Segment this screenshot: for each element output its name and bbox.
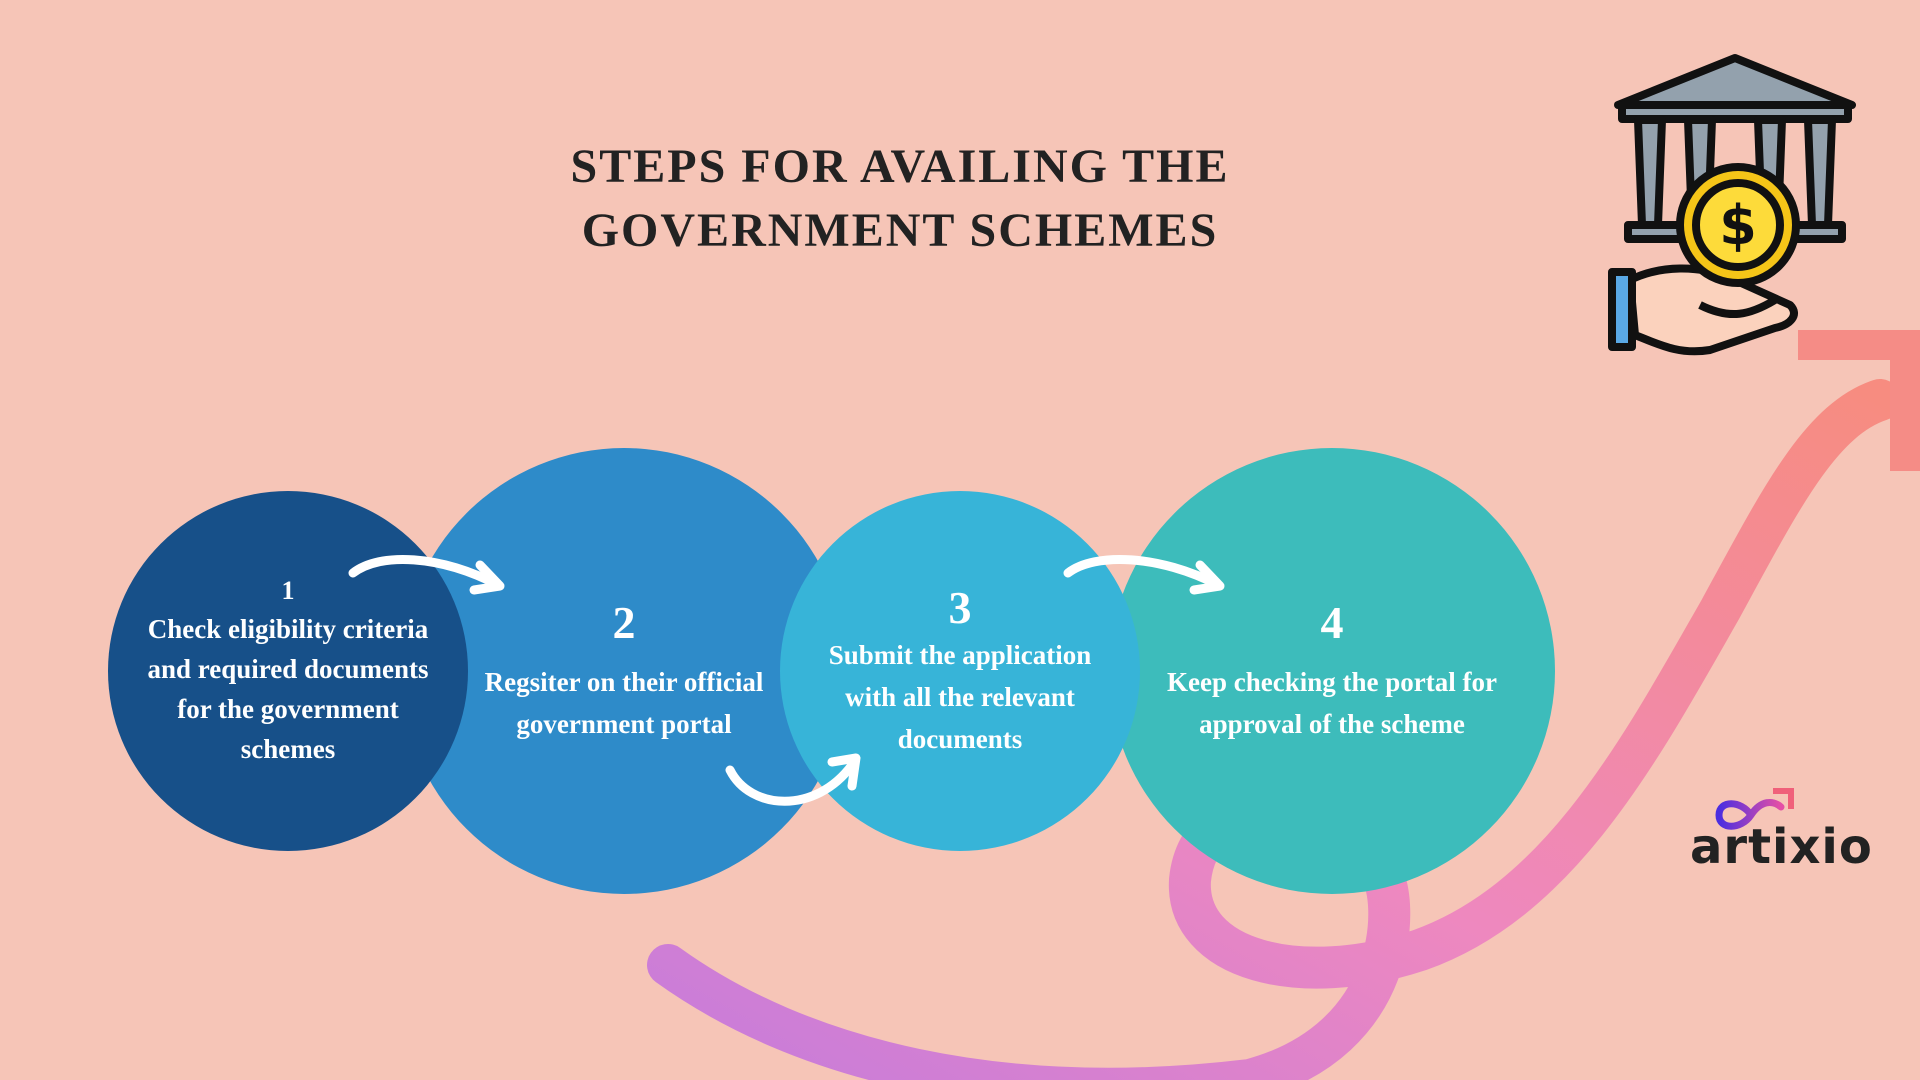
step-text: Check eligibility criteria and required … bbox=[147, 614, 429, 764]
step-number: 2 bbox=[612, 597, 636, 648]
step-text: Regsiter on their official government po… bbox=[484, 667, 764, 739]
step-text: Keep checking the portal for approval of… bbox=[1167, 667, 1497, 739]
title-line-2: GOVERNMENT SCHEMES bbox=[581, 204, 1219, 257]
ribbon-arrowhead bbox=[1798, 330, 1920, 471]
svg-text:$: $ bbox=[1719, 194, 1757, 257]
step-1-circle: 1 Check eligibility criteria and require… bbox=[108, 491, 468, 851]
infinity-arrow-icon bbox=[1715, 788, 1794, 830]
step-number: 3 bbox=[948, 582, 972, 633]
artixio-logo: artixio bbox=[1686, 785, 1872, 880]
ribbon-lower bbox=[647, 379, 1901, 1080]
step-number: 4 bbox=[1320, 597, 1344, 648]
page-title: STEPS FOR AVAILING THE GOVERNMENT SCHEME… bbox=[450, 135, 1350, 263]
step-3-circle: 3 Submit the application with all the re… bbox=[780, 491, 1140, 851]
step-2-circle: 2 Regsiter on their official government … bbox=[401, 448, 847, 894]
title-line-1: STEPS FOR AVAILING THE bbox=[570, 140, 1230, 193]
logo-text: artixio bbox=[1690, 819, 1873, 875]
bank-hand-coin-icon: $ bbox=[1608, 54, 1856, 356]
step-text: Submit the application with all the rele… bbox=[828, 640, 1092, 754]
step-number: 1 bbox=[281, 576, 295, 605]
step-4-circle: 4 Keep checking the portal for approval … bbox=[1109, 448, 1555, 894]
